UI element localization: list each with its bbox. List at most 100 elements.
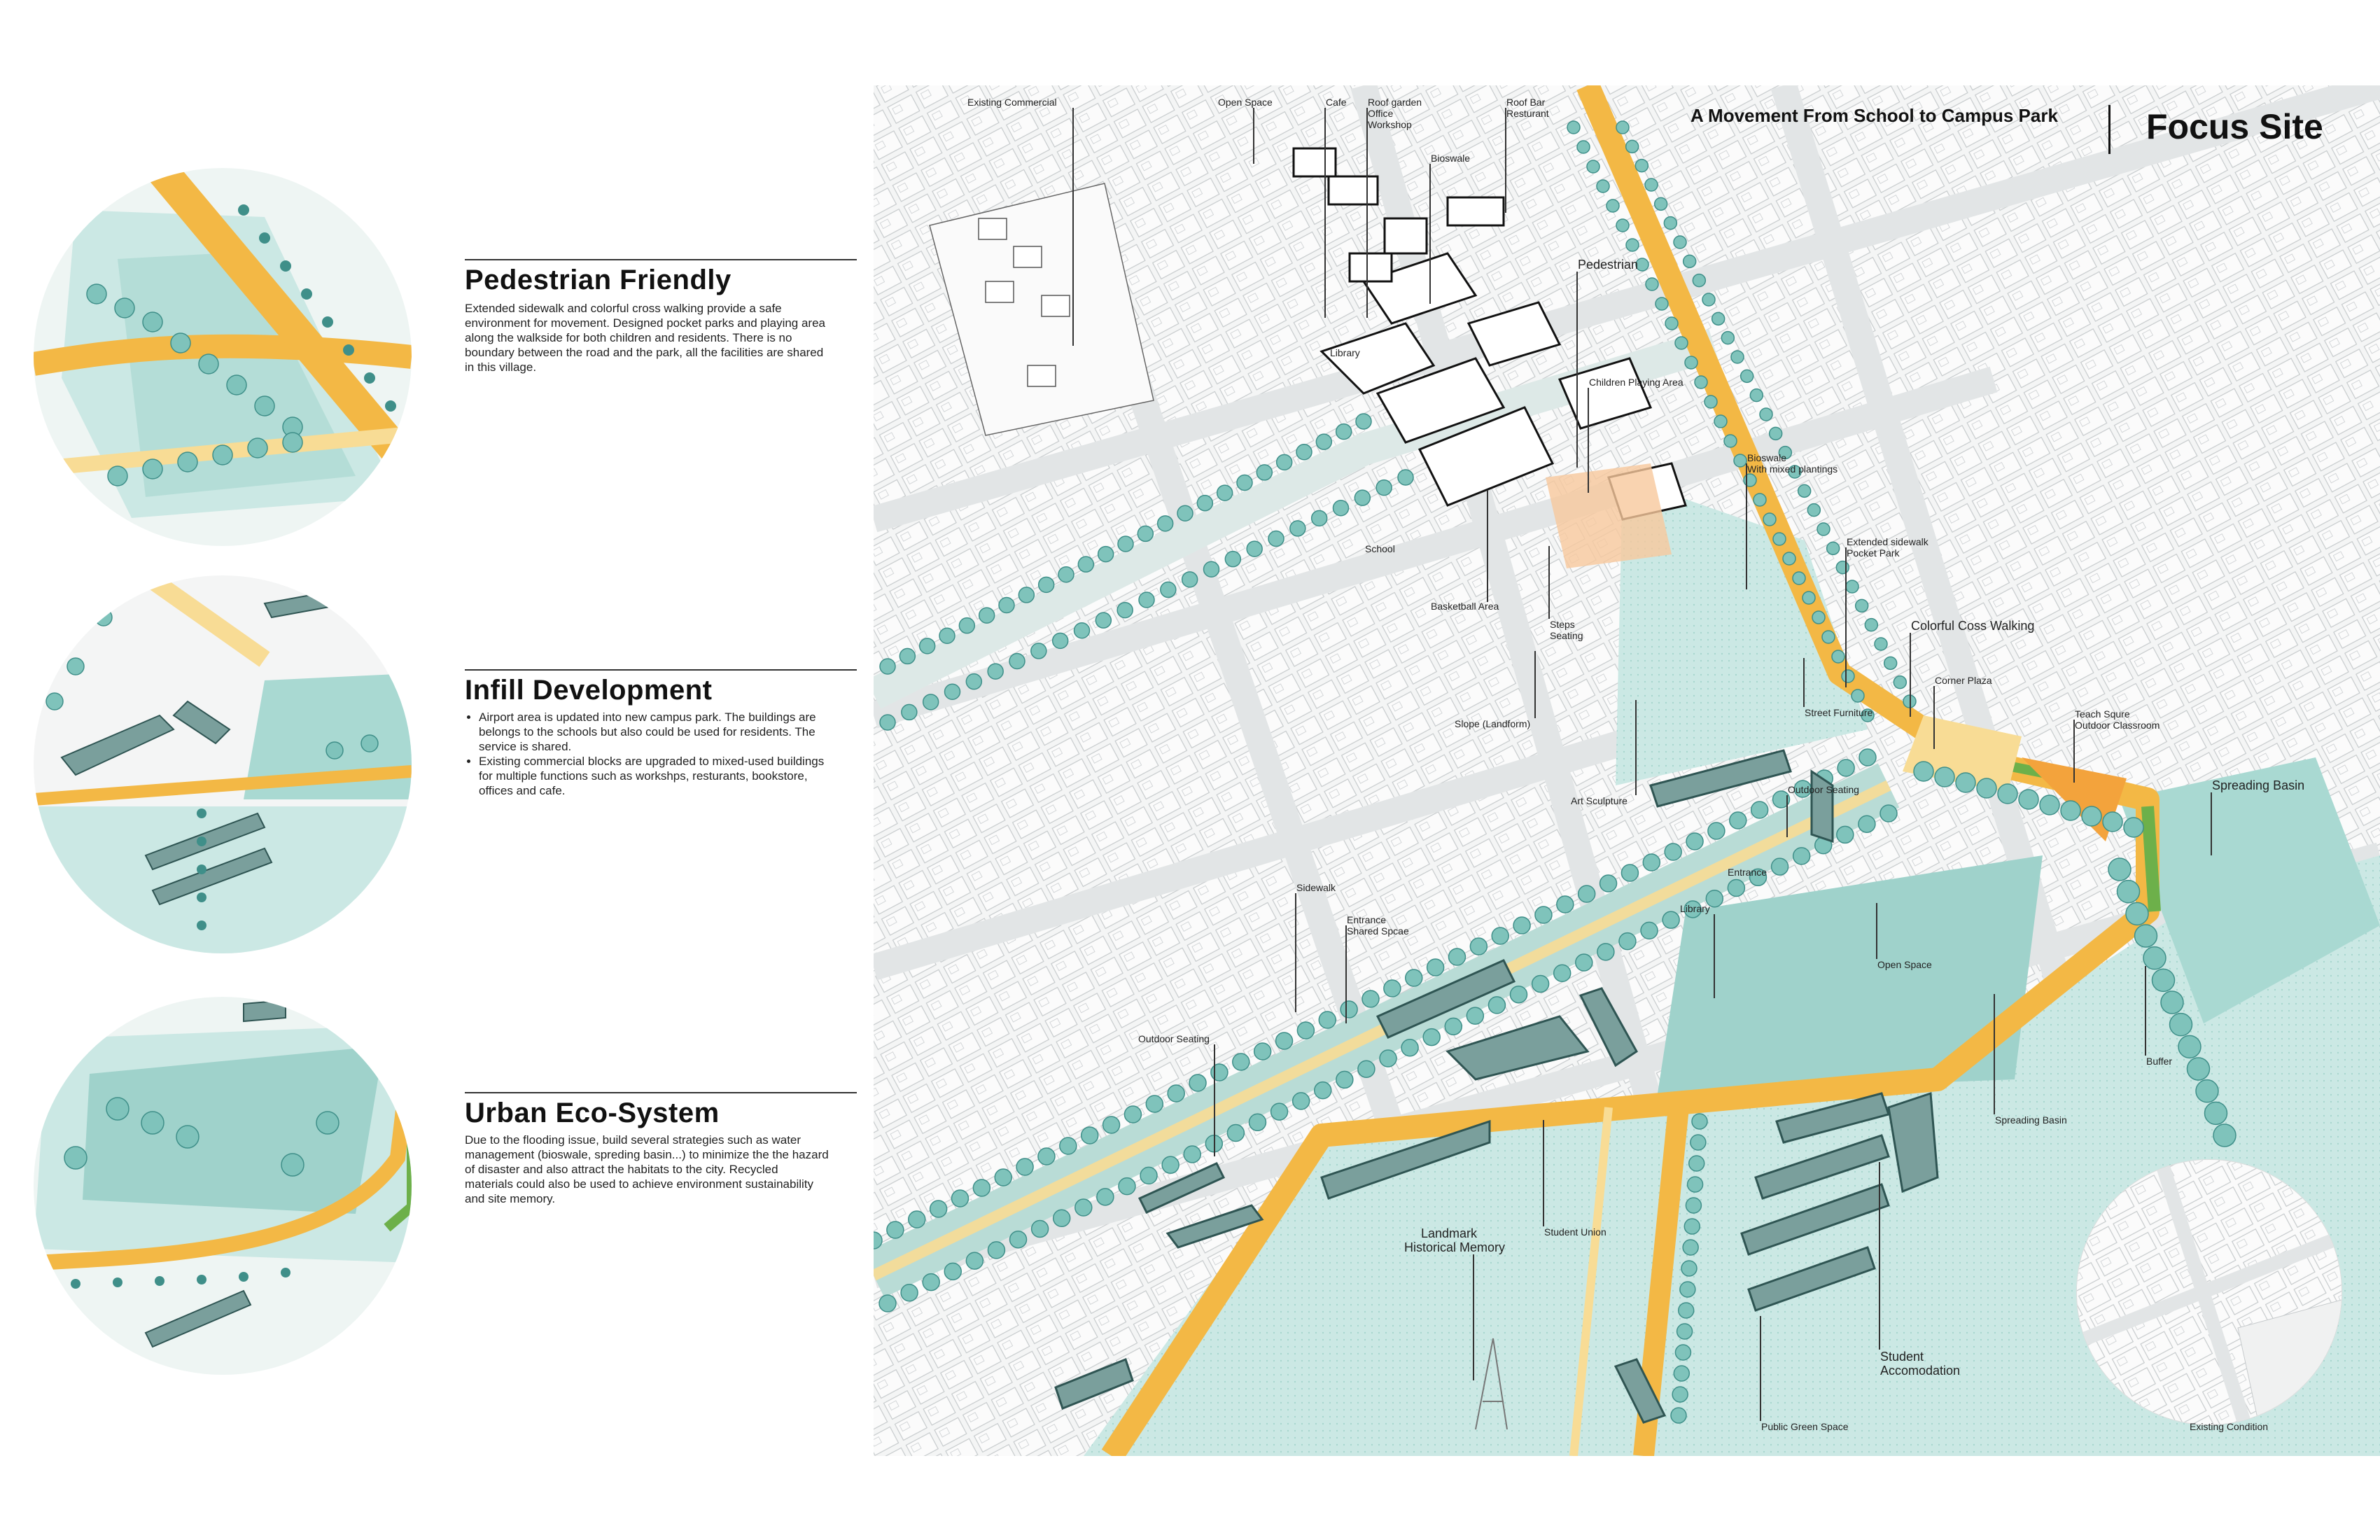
leader-line bbox=[1845, 547, 1847, 687]
leader-line bbox=[1879, 1162, 1880, 1350]
tree-icon bbox=[2151, 968, 2176, 993]
tree-icon bbox=[987, 1241, 1006, 1259]
leader-line bbox=[1505, 108, 1506, 213]
leader-line bbox=[2145, 966, 2146, 1056]
tree-icon bbox=[1140, 1166, 1158, 1185]
tree-icon bbox=[1749, 868, 1768, 887]
tree-icon bbox=[2125, 902, 2149, 926]
tree-icon bbox=[1030, 643, 1047, 659]
leader-line bbox=[1429, 164, 1431, 304]
tree-icon bbox=[998, 596, 1015, 614]
tree-icon bbox=[1797, 484, 1812, 498]
tree-icon bbox=[1203, 561, 1220, 578]
leader-line bbox=[1876, 903, 1877, 959]
tree-icon bbox=[1685, 1197, 1702, 1214]
tree-icon bbox=[1772, 532, 1786, 546]
label-sidewalk: Sidewalk bbox=[1296, 882, 1336, 893]
tree-icon bbox=[1707, 822, 1726, 840]
tree-icon bbox=[1727, 878, 1746, 897]
tree-icon bbox=[1009, 652, 1026, 670]
tree-icon bbox=[1792, 571, 1806, 585]
tree-icon bbox=[1052, 1209, 1071, 1228]
tree-icon bbox=[1059, 1137, 1077, 1155]
tree-icon bbox=[1426, 958, 1445, 976]
tree-icon bbox=[1289, 520, 1306, 537]
tree-icon bbox=[1816, 522, 1830, 536]
page-title: Focus Site bbox=[2146, 107, 2323, 146]
tree-icon bbox=[879, 658, 896, 675]
title-separator bbox=[2108, 105, 2110, 154]
label-open-space-mid: Open Space bbox=[1877, 959, 1932, 970]
tree-icon bbox=[1686, 1176, 1704, 1193]
leader-line bbox=[1760, 1316, 1761, 1421]
tree-icon bbox=[1422, 1028, 1441, 1046]
section-divider bbox=[465, 669, 857, 671]
tree-icon bbox=[907, 1210, 926, 1228]
urban-eco-system-vignette bbox=[34, 997, 412, 1375]
leader-line bbox=[1543, 1120, 1544, 1226]
leader-line bbox=[1473, 1254, 1474, 1380]
tree-icon bbox=[1080, 1126, 1099, 1144]
tree-icon bbox=[2178, 1035, 2202, 1059]
label-colorful-crosswalk: Colorful Coss Walking bbox=[1911, 619, 2035, 633]
tree-icon bbox=[1030, 1219, 1049, 1238]
tree-icon bbox=[1118, 1177, 1136, 1196]
tree-icon bbox=[2108, 858, 2132, 881]
tree-icon bbox=[1837, 759, 1855, 777]
tree-icon bbox=[944, 683, 961, 700]
leader-line bbox=[1635, 700, 1637, 795]
tree-icon bbox=[1729, 811, 1747, 830]
leader-line bbox=[2211, 792, 2212, 855]
tree-icon bbox=[1181, 571, 1198, 588]
leader-line bbox=[1786, 795, 1788, 837]
leader-line bbox=[1324, 108, 1326, 318]
tree-icon bbox=[951, 1189, 969, 1208]
tree-icon bbox=[900, 1284, 918, 1302]
tree-icon bbox=[1740, 369, 1754, 384]
tree-icon bbox=[987, 663, 1004, 680]
tree-icon bbox=[1401, 1039, 1419, 1057]
label-slope: Slope (Landform) bbox=[1455, 718, 1531, 729]
tree-icon bbox=[1851, 689, 1865, 703]
tree-icon bbox=[1253, 1042, 1272, 1060]
tree-icon bbox=[2160, 990, 2184, 1014]
tree-icon bbox=[1097, 545, 1114, 563]
tree-icon bbox=[1597, 943, 1615, 961]
tree-icon bbox=[1682, 1239, 1699, 1256]
tree-icon bbox=[1673, 235, 1687, 249]
tree-icon bbox=[1576, 140, 1590, 154]
tree-icon bbox=[2060, 800, 2081, 821]
tree-icon bbox=[1672, 1386, 1688, 1403]
tree-icon bbox=[1684, 1218, 1701, 1235]
tree-icon bbox=[1782, 552, 1796, 566]
tree-icon bbox=[1704, 395, 1718, 409]
tree-icon bbox=[1913, 761, 1934, 782]
tree-icon bbox=[879, 714, 896, 731]
tree-icon bbox=[1733, 454, 1747, 468]
tree-icon bbox=[1694, 375, 1708, 389]
tree-icon bbox=[1807, 503, 1821, 517]
tree-icon bbox=[1976, 778, 1997, 799]
tree-icon bbox=[1955, 772, 1976, 793]
tree-icon bbox=[1058, 566, 1074, 583]
tree-icon bbox=[1674, 336, 1688, 350]
leader-line bbox=[1803, 658, 1805, 707]
tree-icon bbox=[2018, 789, 2039, 810]
tree-icon bbox=[1586, 160, 1600, 174]
tree-icon bbox=[1676, 1323, 1693, 1340]
tree-icon bbox=[1469, 937, 1488, 955]
tree-icon bbox=[1663, 216, 1678, 230]
tree-icon bbox=[1606, 199, 1620, 213]
tree-icon bbox=[1997, 783, 2018, 804]
tree-icon bbox=[1772, 790, 1791, 808]
tree-icon bbox=[1362, 990, 1380, 1008]
tree-icon bbox=[1826, 541, 1840, 556]
label-entrance-mid: Entrance bbox=[1728, 867, 1768, 878]
leader-line bbox=[1746, 463, 1747, 589]
existing-condition-inset bbox=[2076, 1159, 2342, 1425]
tree-icon bbox=[972, 1179, 991, 1197]
